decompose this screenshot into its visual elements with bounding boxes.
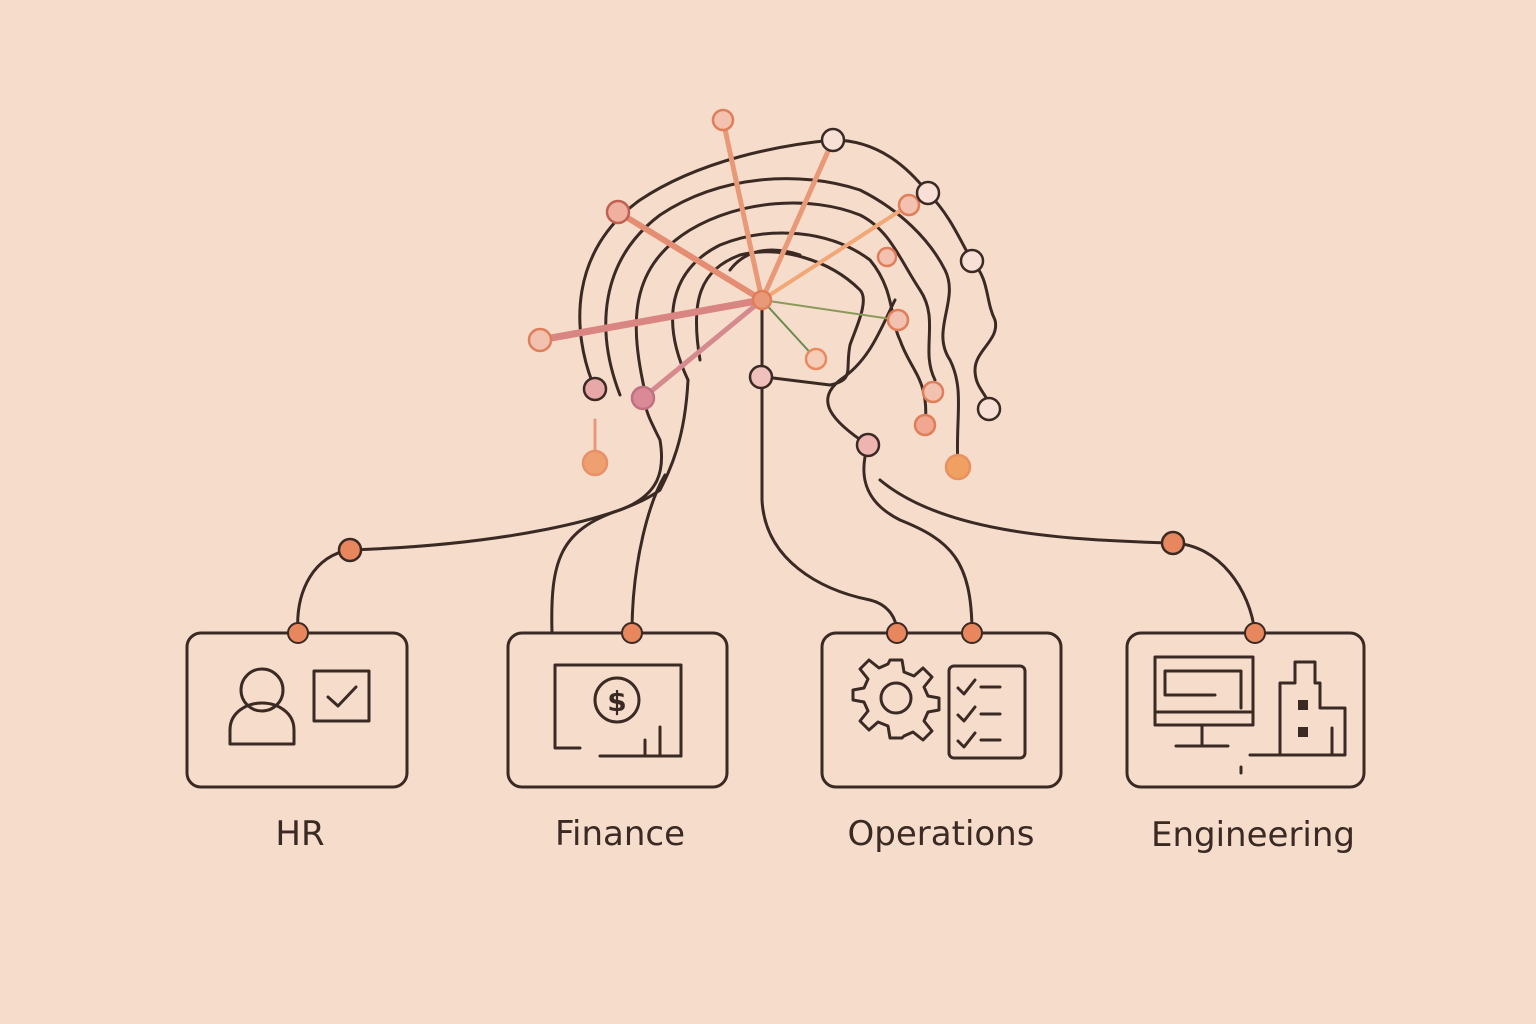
department-label-operations: Operations bbox=[847, 814, 1035, 854]
svg-text:$: $ bbox=[607, 685, 626, 718]
department-label-finance: Finance bbox=[554, 814, 686, 854]
engineering-card[interactable] bbox=[1125, 622, 1366, 789]
department-label-engineering: Engineering bbox=[1151, 815, 1355, 855]
operations-card[interactable] bbox=[820, 622, 1063, 789]
person-checkbox-icon bbox=[228, 667, 371, 746]
finance-card[interactable]: $ bbox=[506, 622, 729, 789]
nodes bbox=[337, 108, 1186, 563]
connector-lines bbox=[296, 378, 1257, 635]
dollar-chart-icon: $ bbox=[553, 663, 683, 758]
gear-checklist-icon bbox=[851, 658, 1027, 760]
computer-building-icon bbox=[1153, 655, 1347, 775]
spokes bbox=[536, 117, 911, 465]
head-network bbox=[578, 138, 998, 469]
hr-card[interactable] bbox=[185, 622, 409, 789]
department-label-hr: HR bbox=[275, 814, 325, 854]
